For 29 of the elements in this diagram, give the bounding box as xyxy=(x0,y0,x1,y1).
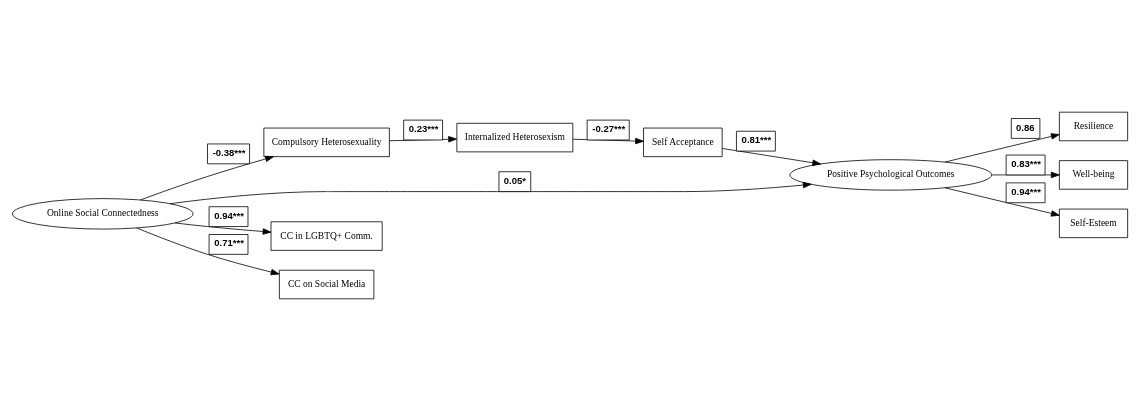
arrow xyxy=(140,155,274,200)
node-box: Resilience xyxy=(1058,111,1129,141)
edge-label: 0.86 xyxy=(1016,121,1035,133)
arrow xyxy=(169,181,812,204)
arrow xyxy=(136,227,280,275)
arrow xyxy=(991,171,1060,178)
edge-label: 0.94*** xyxy=(1011,185,1041,197)
arrow xyxy=(944,186,1060,217)
arrow xyxy=(721,147,822,166)
node-box: Well-being xyxy=(1058,159,1129,190)
node-box: Self Acceptance xyxy=(643,127,723,157)
edge-label: -0.27*** xyxy=(592,122,626,134)
edge-label: 0.83*** xyxy=(1011,157,1041,169)
node-box: Compulsory Heterosexuality xyxy=(263,127,390,157)
node-box: CC in LGBTQ+ Comm. xyxy=(270,220,383,251)
edge-label: 0.94*** xyxy=(214,209,244,221)
arrow xyxy=(944,132,1060,162)
edge-label: 0.23*** xyxy=(408,122,439,134)
edge-label: 0.05* xyxy=(503,174,526,186)
edge-label: -0.38*** xyxy=(212,146,246,158)
arrow xyxy=(389,135,457,142)
edge-label: 0.81*** xyxy=(741,133,772,145)
node-box: CC on Social Media xyxy=(278,269,375,299)
arrow xyxy=(572,137,644,144)
arrow xyxy=(174,222,272,235)
edge-label: 0.71*** xyxy=(214,236,244,248)
node-box: Internalized Heterosexism xyxy=(456,122,574,152)
node-box: Self-Esteem xyxy=(1058,208,1129,238)
node-ellipse: Online Social Connectedness xyxy=(12,197,194,229)
